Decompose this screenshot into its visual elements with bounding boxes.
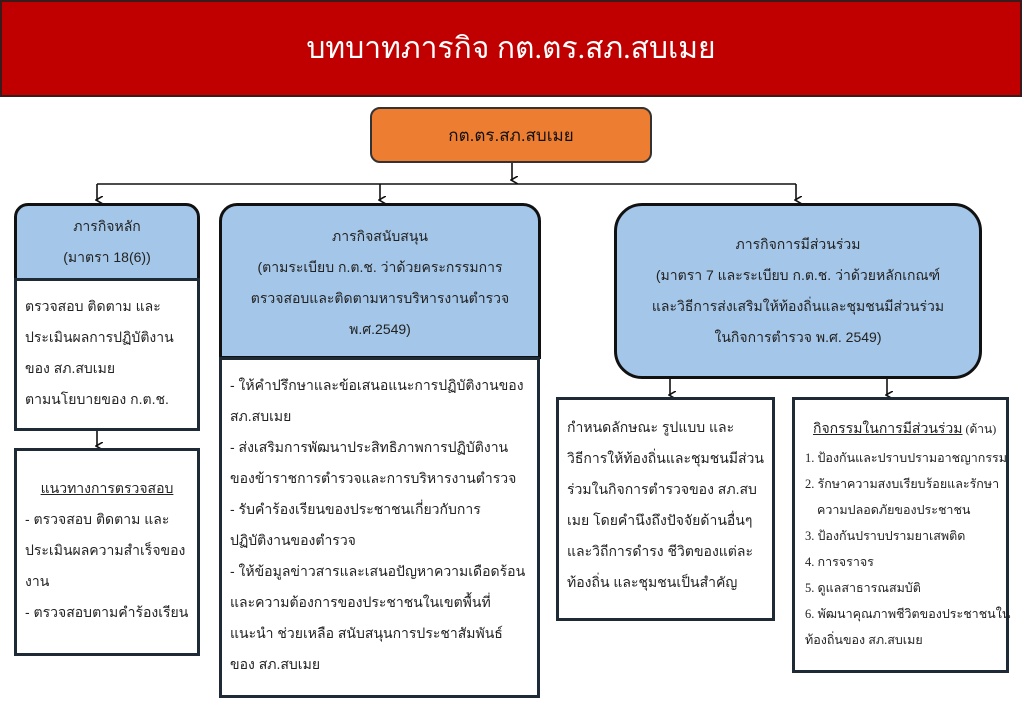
main-mission-header: ภารกิจหลัก (มาตรา 18(6))	[14, 203, 200, 281]
participation-mission-header: ภารกิจการมีส่วนร่วม (มาตรา 7 และระเบียบ …	[614, 203, 982, 379]
guideline-box: แนวทางการตรวจสอบ - ตรวจสอบ ติดตาม และ ปร…	[14, 448, 200, 656]
text-line: ของข้าราชการตำรวจและการบริหารงานตำรวจ	[230, 470, 517, 486]
main-mission-subtitle: (มาตรา 18(6))	[63, 249, 151, 265]
text-line: ตรวจสอบ ติดตาม และ	[25, 298, 161, 314]
text-line: ของ สภ.สบเมย	[230, 656, 321, 672]
text-line: - ตรวจสอบตามคำร้องเรียน	[25, 604, 189, 620]
text-line: และความต้องการของประชาชนในเขตพื้นที่	[230, 594, 491, 610]
activity-item: ท้องถิ่นของ สภ.สบเมย	[805, 633, 923, 647]
text-line: ตรวจสอบและติดตามหารบริหารงานตำรวจ	[250, 290, 510, 306]
root-node: กต.ตร.สภ.สบเมย	[370, 107, 652, 163]
page-title: บทบาทภารกิจ กต.ตร.สภ.สบเมย	[306, 32, 716, 65]
page-header: บทบาทภารกิจ กต.ตร.สภ.สบเมย	[0, 0, 1022, 97]
activity-item: 3. ป้องกันปราบปรามยาเสพติด	[805, 529, 966, 543]
activities-box: กิจกรรมในการมีส่วนร่วม (ด้าน) 1. ป้องกัน…	[792, 397, 1011, 673]
text-line: สภ.สบเมย	[230, 408, 292, 424]
text-line: วิธีการให้ท้องถิ่นและชุมชนมีส่วน	[567, 450, 764, 466]
text-line: ปฏิบัติงานของตำรวจ	[230, 532, 356, 548]
text-line: และวิธีการส่งเสริมให้ท้องถิ่นและชุมชนมีส…	[651, 298, 945, 314]
text-line: ตามนโยบายของ ก.ต.ช.	[25, 391, 169, 407]
text-line: - ตรวจสอบ ติดตาม และ	[25, 511, 170, 527]
participation-body: กำหนดลักษณะ รูปแบบ และ วิธีการให้ท้องถิ่…	[556, 397, 775, 621]
text-line: - ให้ข้อมูลข่าวสารและเสนอปัญหาความเดือดร…	[230, 563, 526, 579]
text-line: ในกิจการตำรวจ พ.ศ. 2549)	[714, 329, 882, 345]
text-line: กำหนดลักษณะ รูปแบบ และ	[567, 419, 735, 435]
text-line: งาน	[25, 573, 50, 589]
activity-item: 6. พัฒนาคุณภาพชีวิตของประชาชนใน	[805, 607, 1011, 621]
text-line: ประเมินผลความสำเร็จของ	[25, 542, 186, 558]
text-line: พ.ศ.2549)	[349, 321, 411, 337]
text-line: (มาตรา 7 และระเบียบ ก.ต.ช. ว่าด้วยหลักเก…	[655, 267, 941, 283]
support-mission-body: - ให้คำปรึกษาและข้อเสนอแนะการปฏิบัติงานข…	[219, 357, 540, 698]
support-mission-header: ภารกิจสนับสนุน (ตามระเบียบ ก.ต.ช. ว่าด้ว…	[219, 203, 541, 359]
text-line: - รับคำร้องเรียนของประชาชนเกี่ยวกับการ	[230, 501, 481, 517]
main-mission-title: ภารกิจหลัก	[73, 218, 141, 234]
text-line: ท้องถิ่น และชุมชนเป็นสำคัญ	[567, 574, 738, 590]
activities-suffix: (ด้าน)	[962, 422, 997, 436]
guideline-title: แนวทางการตรวจสอบ	[40, 480, 174, 496]
participation-mission-title: ภารกิจการมีส่วนร่วม	[735, 236, 861, 252]
text-line: และวิถีการดำรง ชีวิตของแต่ละ	[567, 543, 753, 559]
activities-title: กิจกรรมในการมีส่วนร่วม	[813, 422, 963, 437]
text-line: ร่วมในกิจการตำรวจของ สภ.สบ	[567, 481, 757, 497]
activity-item: 4. การจราจร	[805, 555, 874, 569]
support-mission-title: ภารกิจสนับสนุน	[332, 228, 428, 244]
text-line: แนะนำ ช่วยเหลือ สนับสนุนการประชาสัมพันธ์	[230, 625, 503, 641]
text-line: ของ สภ.สบเมย	[25, 360, 116, 376]
root-label: กต.ตร.สภ.สบเมย	[448, 125, 574, 145]
text-line: - ส่งเสริมการพัฒนาประสิทธิภาพการปฏิบัติง…	[230, 439, 509, 455]
activity-item: 5. ดูแลสาธารณสมบัติ	[805, 581, 921, 595]
text-line: - ให้คำปรึกษาและข้อเสนอแนะการปฏิบัติงานข…	[230, 377, 524, 393]
main-mission-body: ตรวจสอบ ติดตาม และ ประเมินผลการปฏิบัติงา…	[14, 278, 200, 431]
activity-item: 2. รักษาความสงบเรียบร้อยและรักษา	[805, 477, 1000, 491]
text-line: (ตามระเบียบ ก.ต.ช. ว่าด้วยคระกรรมการ	[257, 259, 503, 275]
text-line: ประเมินผลการปฏิบัติงาน	[25, 329, 174, 345]
activity-item: ความปลอดภัยของประชาชน	[817, 503, 971, 517]
text-line: เมย โดยคำนึงถึงปัจจัยด้านอื่นๆ	[567, 512, 753, 528]
activity-item: 1. ป้องกันและปราบปรามอาชญากรรม	[805, 451, 1008, 465]
